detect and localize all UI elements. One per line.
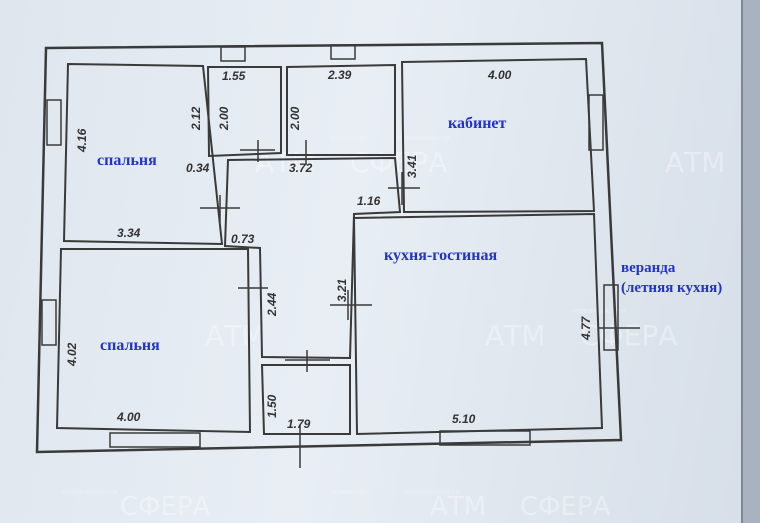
window-left-1 xyxy=(46,99,62,146)
watermark: АТМ СФЕРА АТМ СФЕРА АТМ СФЕРА АТМ СФЕРА … xyxy=(62,134,725,522)
dim-3-34: 3.34 xyxy=(117,226,141,240)
room-label-bedroom-bottom: спальня xyxy=(100,337,160,354)
dim-2-39: 2.39 xyxy=(327,68,352,82)
room-label-bedroom-top: спальня xyxy=(97,152,157,169)
watermark-brand-left-4: АТМ xyxy=(430,492,486,522)
window-bottom-1 xyxy=(109,432,201,448)
window-top-1 xyxy=(220,46,246,62)
window-left-2 xyxy=(41,299,57,346)
window-bottom-2 xyxy=(439,430,531,446)
dim-4-77: 4.77 xyxy=(579,315,593,341)
watermark-brand-left-2: АТМ xyxy=(485,319,545,352)
dim-1-16: 1.16 xyxy=(357,194,381,208)
dim-1-55: 1.55 xyxy=(222,69,246,83)
dim-0-73: 0.73 xyxy=(231,232,255,246)
dim-2-00-b: 2.00 xyxy=(288,106,302,131)
watermark-caption-agency-2: агентство xyxy=(330,488,367,496)
label-veranda-summer-kitchen: (летняя кухня) xyxy=(621,280,722,296)
watermark-brand-left-3: АТМ xyxy=(205,319,265,352)
room-label-kitchen-living: кухня-гостиная xyxy=(384,247,497,264)
dim-3-41: 3.41 xyxy=(405,154,419,178)
dim-4-00-top: 4.00 xyxy=(487,68,512,82)
corridor xyxy=(223,156,402,360)
door-ticks xyxy=(200,140,640,468)
bedroom-bottom-room xyxy=(55,248,252,434)
dim-4-16: 4.16 xyxy=(75,128,89,153)
kitchen-living-room xyxy=(352,212,604,436)
study-room xyxy=(400,57,596,214)
bathroom-room xyxy=(260,364,351,435)
watermark-brand-left-5: АТМ xyxy=(665,146,725,179)
room-label-study: кабинет xyxy=(448,115,507,132)
binder-edge xyxy=(742,0,760,523)
small-room-1 xyxy=(206,66,282,158)
window-right-2 xyxy=(603,284,619,351)
dim-1-79: 1.79 xyxy=(287,417,311,431)
dim-3-72: 3.72 xyxy=(289,161,313,175)
watermark-caption-realty-3: недвижимости xyxy=(405,488,460,496)
watermark-brand-right-3: СФЕРА xyxy=(120,492,211,522)
small-room-2 xyxy=(286,63,396,156)
dim-2-12: 2.12 xyxy=(189,106,203,131)
room-outlines xyxy=(55,57,604,436)
dim-0-34: 0.34 xyxy=(186,161,210,175)
dim-4-02: 4.02 xyxy=(65,342,79,367)
watermark-caption-realty: недвижимости xyxy=(395,134,450,142)
dim-2-00-a: 2.00 xyxy=(217,106,231,131)
watermark-caption-realty-4: недвижимости xyxy=(62,488,117,496)
window-top-2 xyxy=(330,44,356,60)
dim-2-44: 2.44 xyxy=(265,292,279,317)
window-right-1 xyxy=(588,94,604,151)
dim-5-10: 5.10 xyxy=(452,412,476,426)
watermark-brand-right: СФЕРА xyxy=(350,146,447,179)
outer-wall xyxy=(35,41,623,454)
dim-4-00-bottom: 4.00 xyxy=(116,410,141,424)
dim-1-50: 1.50 xyxy=(265,394,279,418)
windows xyxy=(41,44,619,448)
watermark-caption-agency: агентство xyxy=(330,134,367,142)
watermark-brand-right-4: СФЕРА xyxy=(520,492,611,522)
label-veranda: веранда xyxy=(621,260,676,276)
watermark-brand-right-2: СФЕРА xyxy=(580,319,677,352)
bedroom-top-room xyxy=(62,62,224,246)
dim-3-21: 3.21 xyxy=(335,278,349,302)
